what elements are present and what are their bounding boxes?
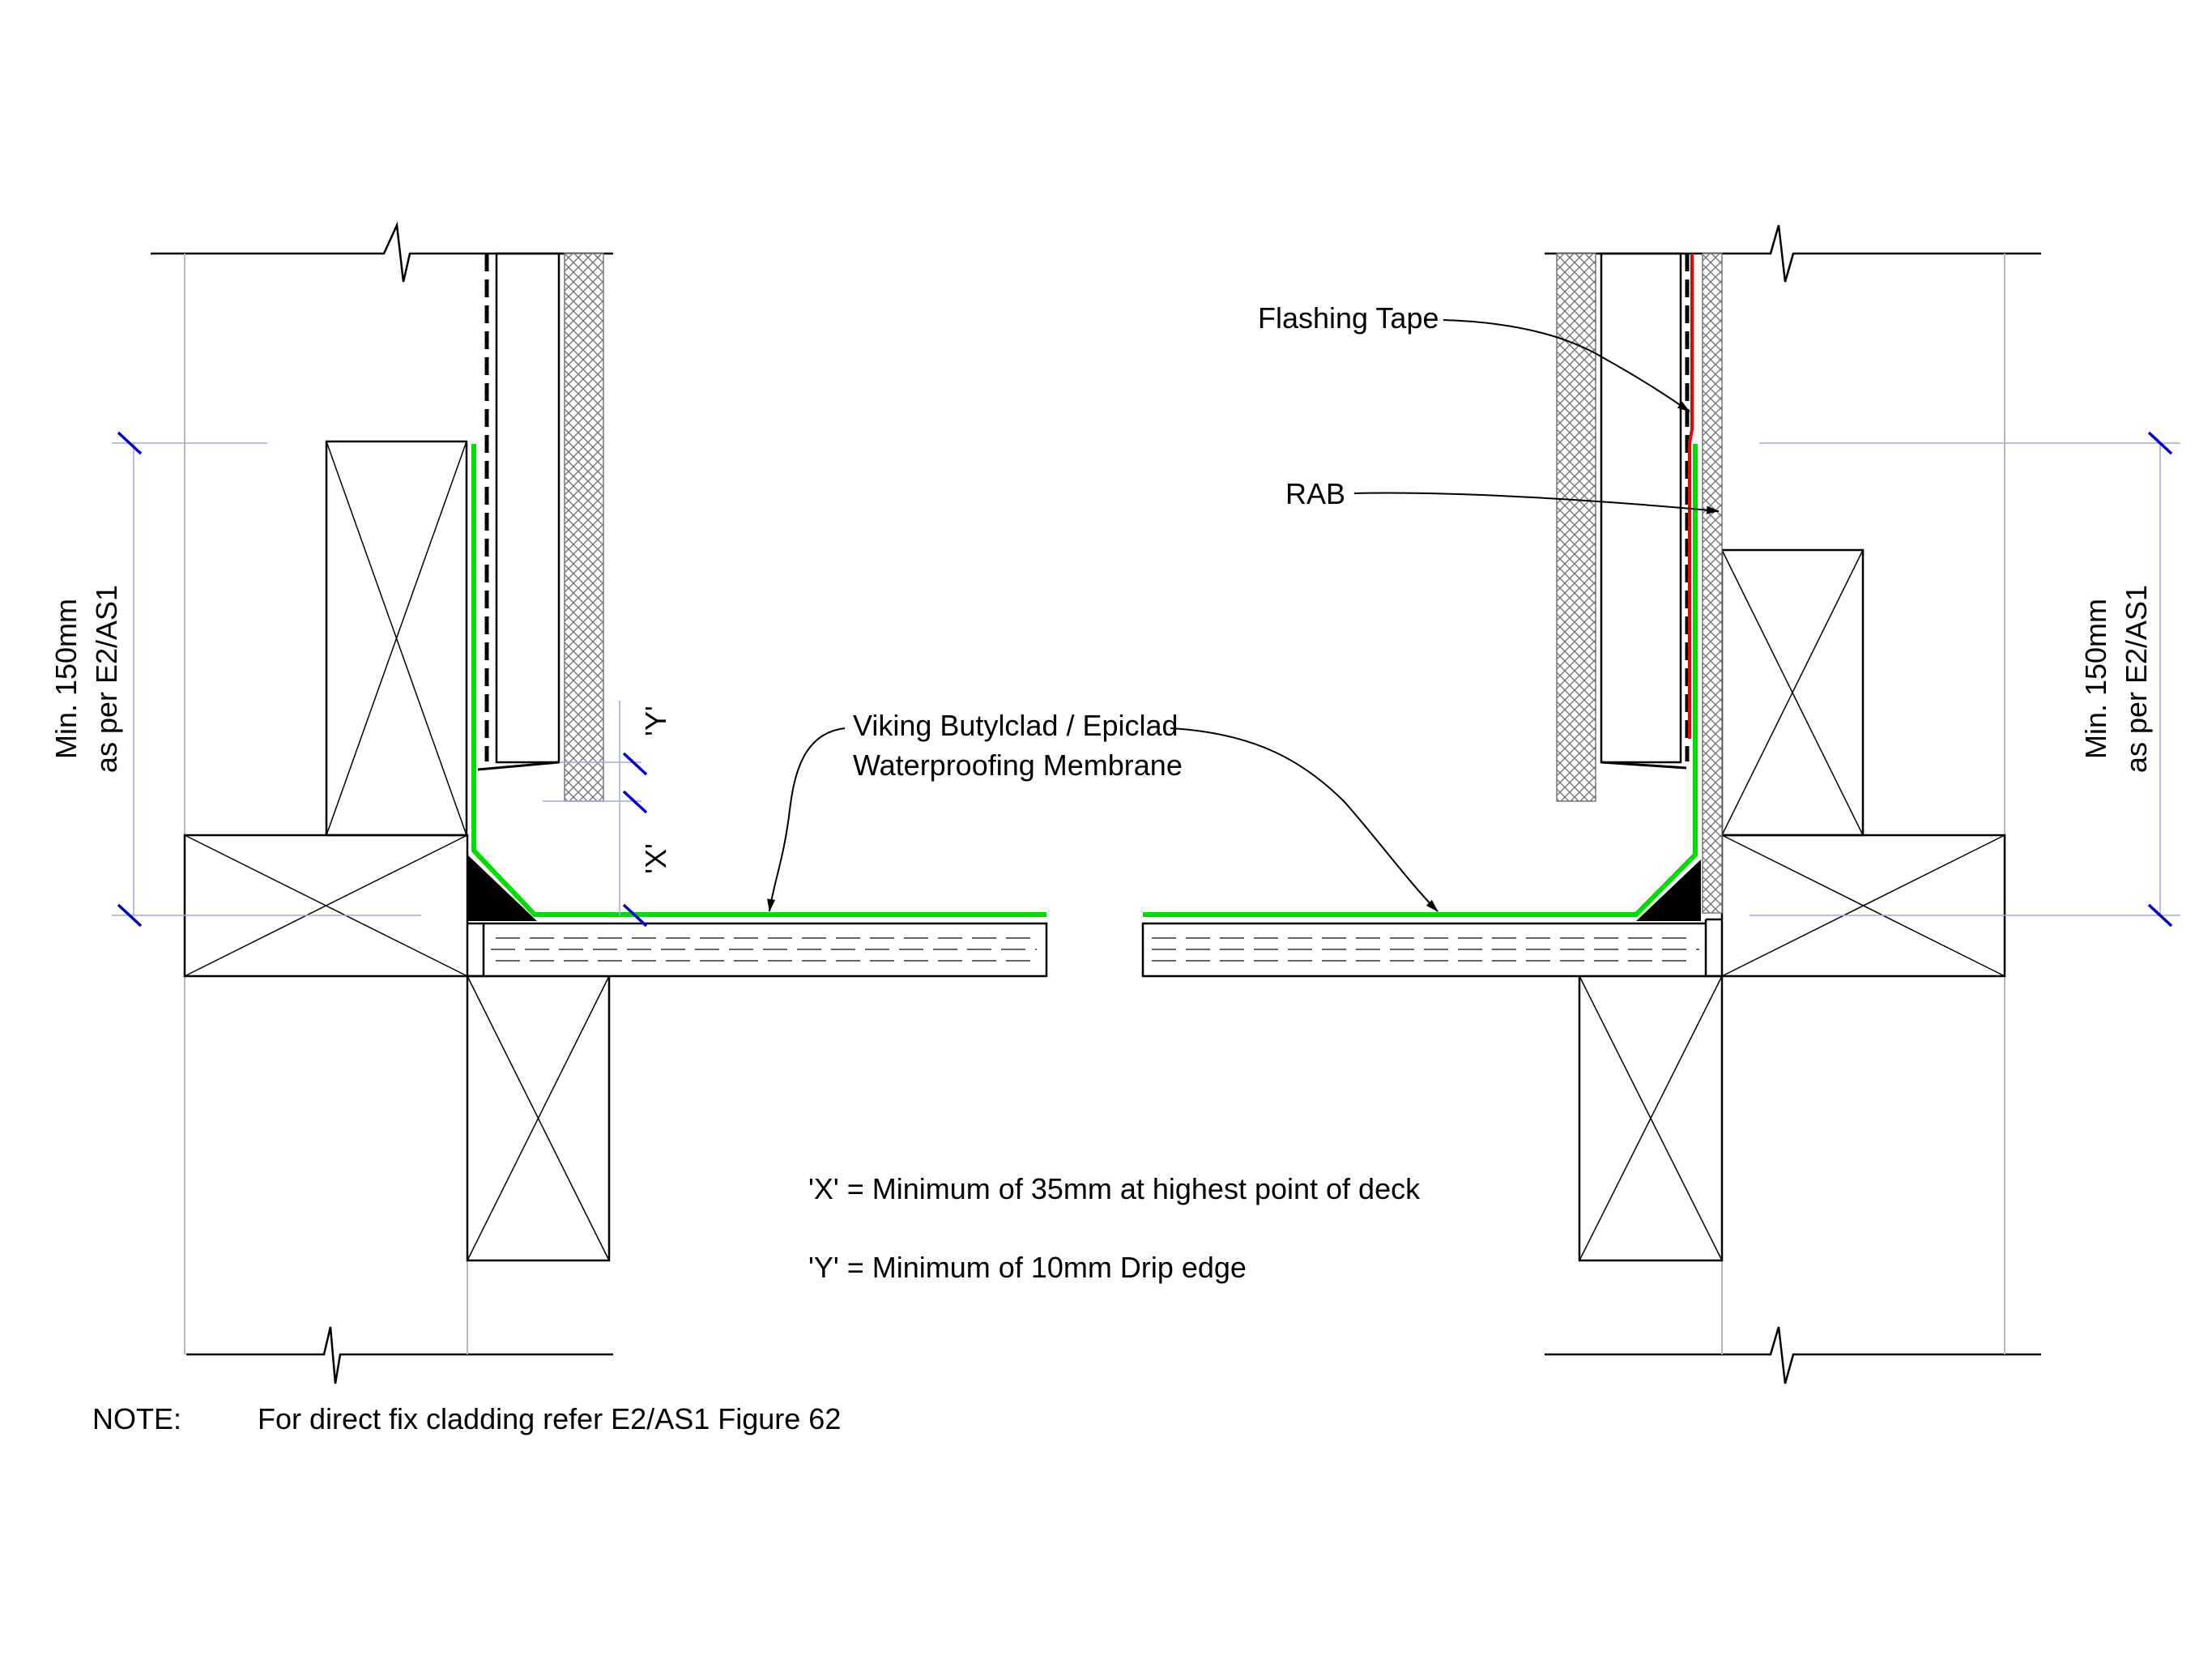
left-min-150-label-line1: Min. 150mm	[49, 599, 83, 759]
left-deck-substrate	[467, 922, 1048, 978]
right-bottom-break-line	[1545, 1326, 2041, 1384]
x-y-dimension	[543, 701, 648, 928]
right-joist	[1720, 834, 2006, 978]
left-fillet	[467, 855, 537, 921]
left-membrane	[471, 444, 1046, 917]
rab-label: RAB	[1285, 477, 1345, 510]
right-top-stud	[1720, 548, 1865, 837]
right-drip-flashing	[1600, 761, 1687, 770]
left-top-break-line	[151, 221, 613, 283]
right-deck-substrate	[1141, 918, 1722, 978]
y-definition-note: 'Y' = Minimum of 10mm Drip edge	[808, 1251, 1247, 1284]
right-membrane	[1143, 444, 1698, 917]
right-cladding-board	[1600, 252, 1682, 764]
left-min-150-label-line2: as per E2/AS1	[90, 585, 123, 773]
flashing-tape-leader	[1443, 319, 1690, 412]
right-bottom-stud	[1578, 975, 1724, 1262]
left-hatched-lining	[564, 253, 604, 802]
right-flashing-tape	[1688, 254, 1694, 739]
left-joist	[183, 834, 469, 978]
left-bottom-stud	[466, 975, 611, 1262]
right-rab-hatched	[1702, 253, 1723, 914]
right-hatched-lining	[1556, 253, 1596, 802]
left-cladding-board	[495, 252, 560, 764]
right-min-150-label-line1: Min. 150mm	[2079, 599, 2112, 759]
x-definition-note: 'X' = Minimum of 35mm at highest point o…	[808, 1172, 1421, 1205]
notes: 'X' = Minimum of 35mm at highest point o…	[92, 1172, 1421, 1435]
callouts: Flashing Tape RAB Viking Butylclad / Epi…	[767, 301, 1720, 912]
rab-leader	[1353, 492, 1720, 514]
left-min-150-dimension	[112, 431, 421, 928]
right-top-break-line	[1545, 224, 2041, 283]
membrane-leader-right	[1170, 727, 1438, 912]
right-min-150-dimension	[1750, 431, 2180, 928]
membrane-label-line2: Waterproofing Membrane	[853, 748, 1183, 782]
left-detail: Min. 150mm as per E2/AS1 'Y' 'X'	[49, 221, 1048, 1384]
membrane-label-line1: Viking Butylclad / Epiclad	[853, 709, 1178, 742]
left-top-stud	[325, 440, 468, 837]
dimension-x-label: 'X'	[639, 843, 672, 874]
note-heading: NOTE:	[92, 1402, 181, 1435]
membrane-leader-left	[767, 727, 846, 912]
note-text: For direct fix cladding refer E2/AS1 Fig…	[258, 1402, 841, 1435]
right-min-150-label-line2: as per E2/AS1	[2120, 585, 2153, 773]
left-bottom-break-line	[186, 1326, 613, 1384]
left-drip-flashing	[477, 761, 560, 771]
right-detail: Min. 150mm as per E2/AS1	[1141, 224, 2180, 1384]
right-fillet	[1636, 859, 1701, 921]
dimension-y-label: 'Y'	[639, 706, 672, 736]
flashing-tape-label: Flashing Tape	[1258, 301, 1439, 335]
